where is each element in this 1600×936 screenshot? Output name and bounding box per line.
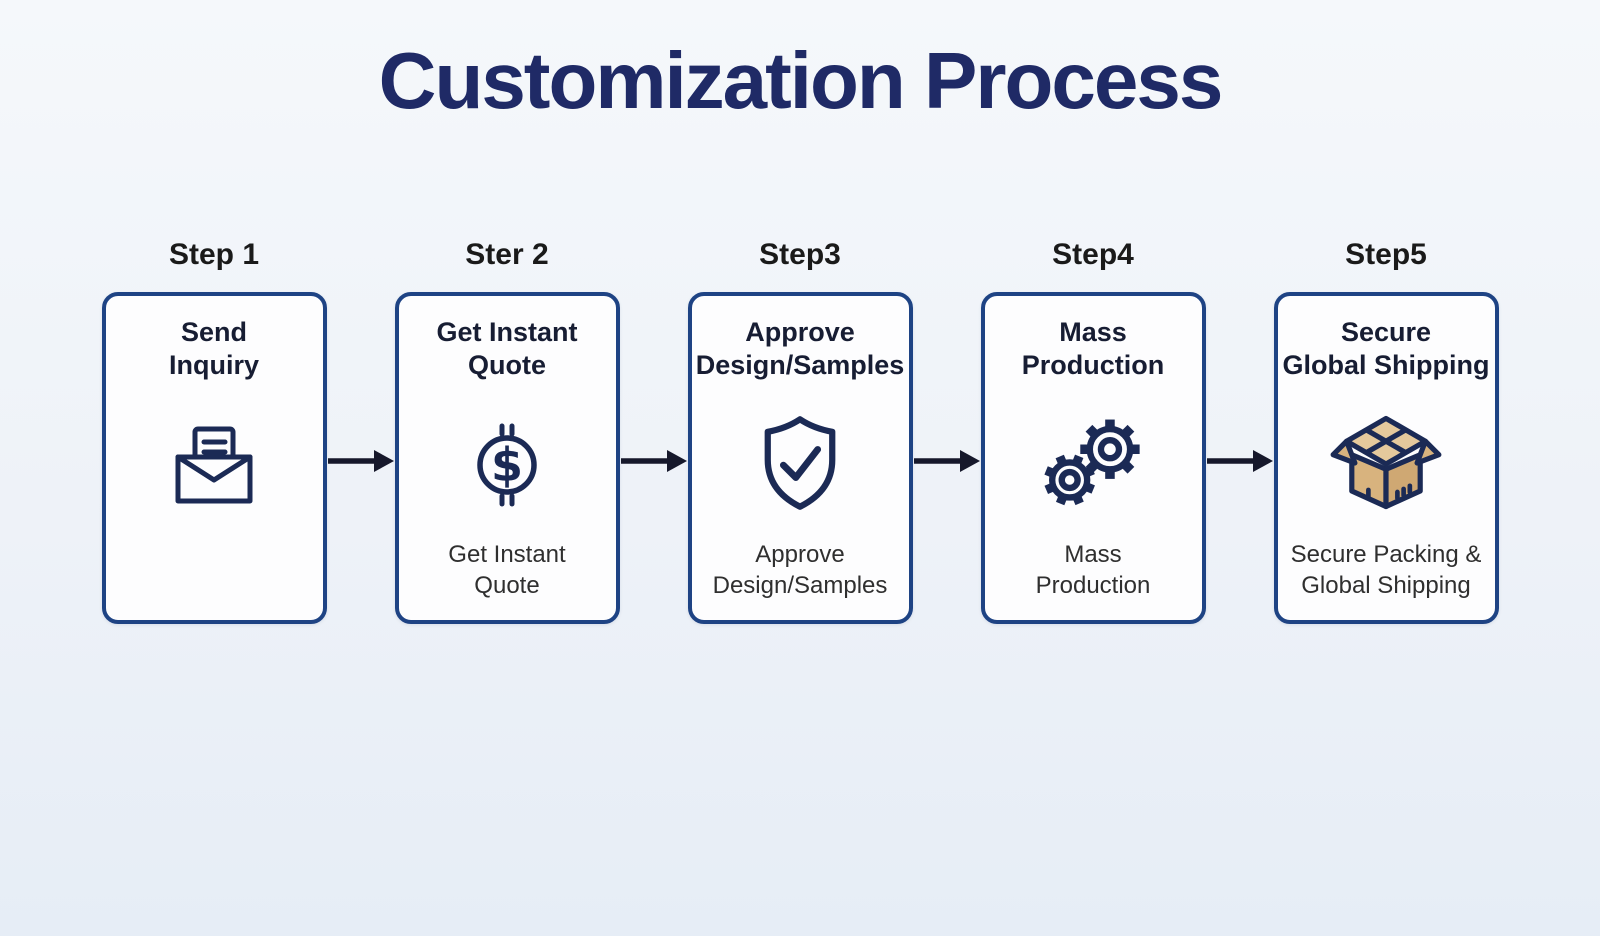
arrow-right-icon bbox=[913, 449, 980, 472]
arrow-right-icon bbox=[327, 449, 394, 472]
step-label-1: Step 1 bbox=[168, 237, 260, 271]
step-card-send-inquiry: Send Inquiry bbox=[101, 291, 327, 624]
step-card-get-instant-quote: Get Instant Quote $ Get Instant Quote bbox=[394, 291, 620, 624]
package-box-icon bbox=[1329, 403, 1443, 523]
envelope-letter-icon bbox=[164, 403, 264, 523]
gears-icon bbox=[1034, 403, 1152, 523]
step-label-5: Step5 bbox=[1345, 237, 1427, 271]
dollar-coin-icon: $ bbox=[457, 403, 557, 523]
step-card-title: Secure Global Shipping bbox=[1282, 316, 1490, 381]
process-flow: Step 1 Send Inquiry bbox=[0, 238, 1600, 624]
step-card-caption: Approve Design/Samples bbox=[712, 541, 888, 599]
step-card-title: Approve Design/Samples bbox=[695, 316, 905, 381]
step-column-5: Step5 Secure Global Shipping bbox=[1273, 237, 1499, 624]
step-label-4: Step4 bbox=[1052, 237, 1134, 271]
arrow-slot-1 bbox=[327, 443, 395, 479]
arrow-slot-3 bbox=[913, 443, 981, 479]
step-card-title: Get Instant Quote bbox=[436, 316, 578, 381]
step-column-3: Step3 Approve Design/Samples Approve Des… bbox=[687, 237, 913, 624]
shield-check-icon bbox=[748, 403, 852, 523]
step-card-title: Mass Production bbox=[1021, 316, 1165, 381]
step-column-1: Step 1 Send Inquiry bbox=[101, 237, 327, 624]
step-label-3: Step3 bbox=[759, 237, 841, 271]
step-card-caption: Mass Production bbox=[1035, 541, 1151, 599]
step-card-secure-shipping: Secure Global Shipping bbox=[1273, 291, 1499, 624]
step-card-mass-production: Mass Production Mass Production bbox=[980, 291, 1206, 624]
step-column-4: Step4 bbox=[980, 237, 1206, 624]
arrow-slot-2 bbox=[620, 443, 688, 479]
step-card-approve-design: Approve Design/Samples Approve Design/Sa… bbox=[687, 291, 913, 624]
svg-text:$: $ bbox=[491, 438, 523, 492]
step-label-2: Ster 2 bbox=[465, 237, 549, 271]
arrow-right-icon bbox=[620, 449, 687, 472]
step-card-caption: Get Instant Quote bbox=[448, 541, 566, 599]
page-title: Customization Process bbox=[378, 36, 1224, 125]
arrow-right-icon bbox=[1206, 449, 1273, 472]
step-card-caption: Secure Packing & Global Shipping bbox=[1290, 541, 1482, 599]
step-card-title: Send Inquiry bbox=[168, 316, 259, 381]
arrow-slot-4 bbox=[1206, 443, 1274, 479]
step-column-2: Ster 2 Get Instant Quote $ Get Instant Q… bbox=[394, 237, 620, 624]
